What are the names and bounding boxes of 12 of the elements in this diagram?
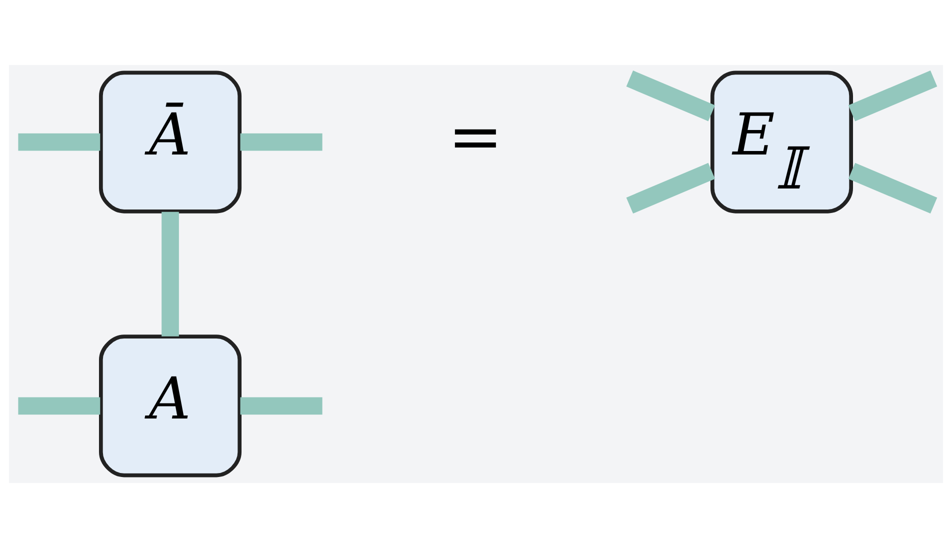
connector	[240, 133, 322, 151]
connector	[162, 212, 179, 336]
connector	[18, 397, 100, 415]
connector	[18, 133, 100, 151]
connector	[848, 70, 938, 122]
connector	[240, 397, 322, 415]
label: =	[448, 98, 503, 175]
connector	[626, 162, 716, 214]
node-box: A	[98, 334, 242, 478]
connector	[626, 70, 716, 122]
connector	[848, 162, 938, 214]
node-box: Ā	[98, 70, 242, 214]
